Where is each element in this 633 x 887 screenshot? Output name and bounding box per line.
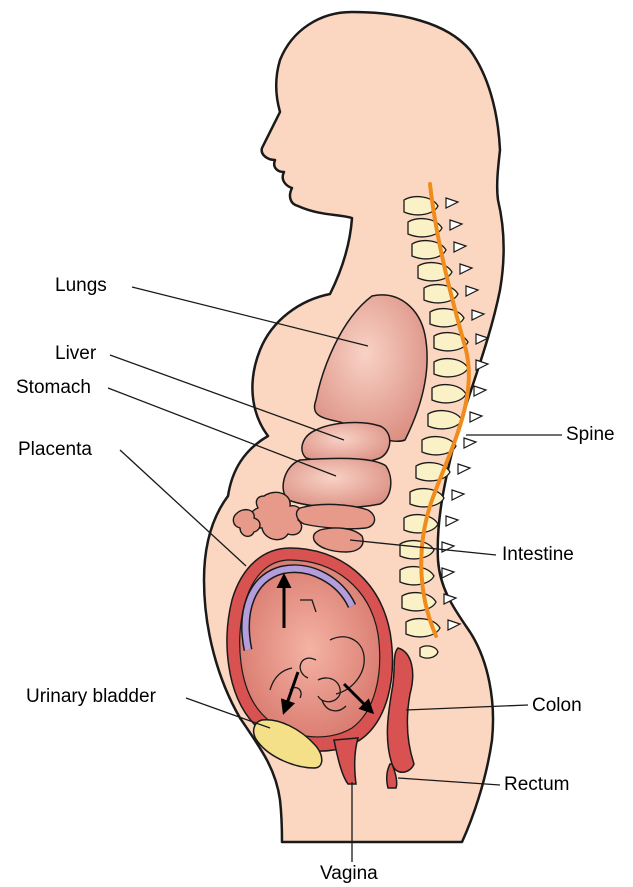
urinary-bladder-label: Urinary bladder bbox=[26, 686, 156, 708]
placenta-label: Placenta bbox=[18, 439, 92, 461]
intestine-label: Intestine bbox=[502, 544, 574, 566]
rectum-label: Rectum bbox=[504, 774, 569, 796]
spine-label: Spine bbox=[566, 424, 615, 446]
stomach-label: Stomach bbox=[16, 377, 91, 399]
liver-label: Liver bbox=[55, 343, 96, 365]
colon-label: Colon bbox=[532, 695, 582, 717]
lungs-label: Lungs bbox=[55, 275, 107, 297]
vagina-label: Vagina bbox=[320, 863, 378, 885]
stomach-organ bbox=[283, 458, 391, 507]
